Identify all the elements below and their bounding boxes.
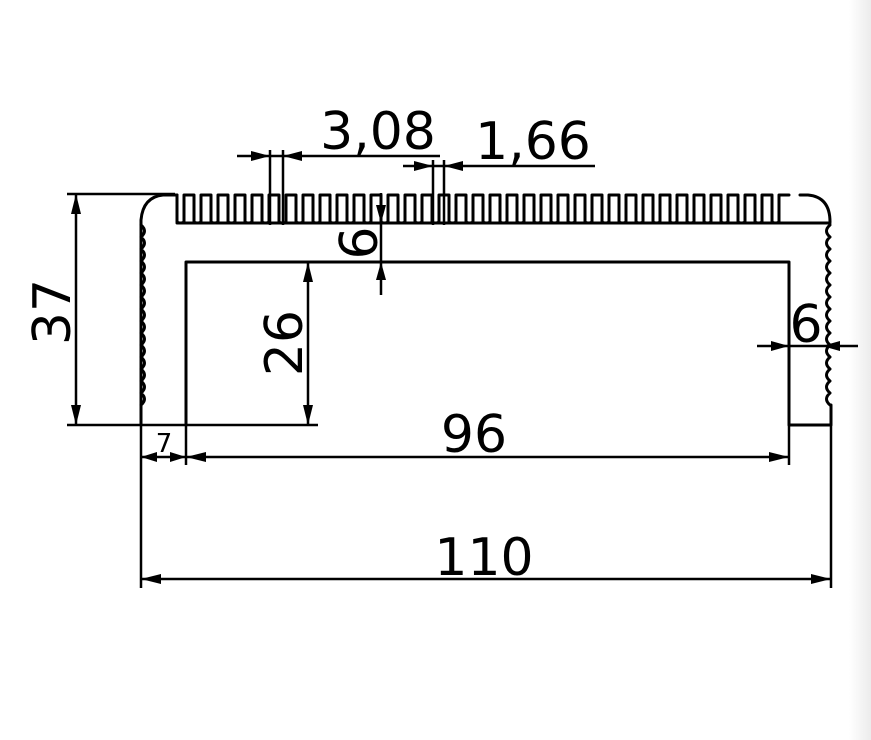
dim-inner-height-label: 26	[255, 310, 315, 376]
top-fin-row	[175, 193, 791, 225]
dim-fin-gap-label: 1,66	[475, 112, 591, 172]
dim-overall-width-label: 110	[434, 528, 533, 588]
dim-inner-width-label: 96	[441, 405, 507, 465]
dim-side-offset-label: 7	[156, 429, 173, 459]
left-wall-ribs	[139, 223, 146, 407]
dimension-7: 7	[141, 429, 186, 462]
dimension-96: 96	[184, 405, 791, 465]
page-edge-shade	[849, 0, 871, 740]
dimension-37: 37	[23, 192, 318, 427]
dimension-3-08: 3,08	[237, 102, 440, 225]
body-outline	[139, 193, 832, 427]
dimension-1-66: 1,66	[403, 112, 595, 225]
dimension-26: 26	[186, 260, 318, 425]
inner-cavity-outline	[184, 260, 833, 427]
dim-top-wall-label: 6	[330, 226, 390, 259]
dim-overall-height-label: 37	[23, 279, 83, 345]
right-wall-ribs	[825, 223, 832, 407]
dim-fin-pitch-label: 3,08	[320, 102, 436, 162]
dimension-110: 110	[139, 425, 833, 588]
dimension-6-top: 6	[330, 193, 390, 295]
heatsink-profile-outline	[139, 193, 833, 427]
dimension-6-side: 6	[757, 295, 858, 355]
dim-side-wall-label: 6	[789, 295, 822, 355]
